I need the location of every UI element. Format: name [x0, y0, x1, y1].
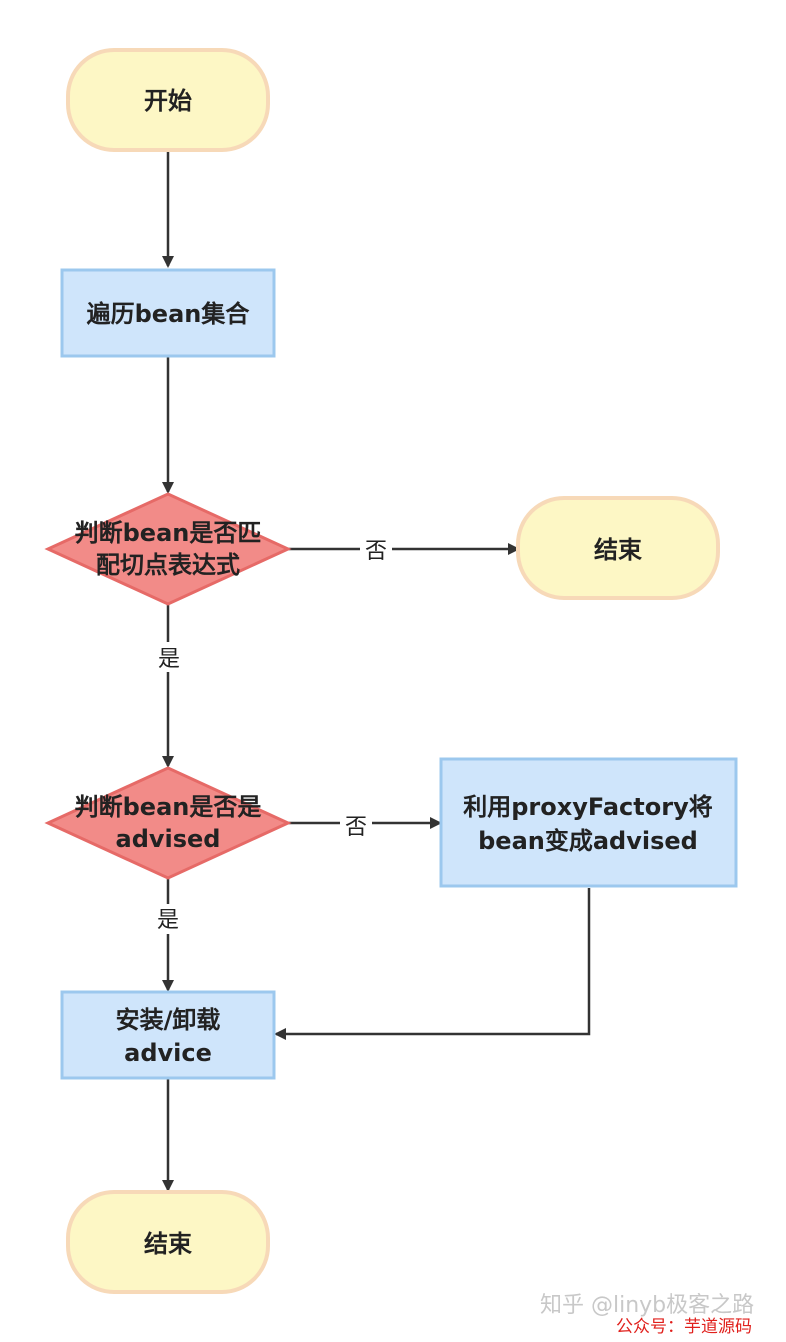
edge-labels: 否 是 否 是: [152, 536, 392, 934]
node-end-bottom-label: 结束: [144, 1230, 193, 1258]
edge-label-advised-no: 否: [345, 815, 367, 840]
node-decision-match-line1: 判断bean是否匹: [75, 519, 262, 547]
node-iterate: 遍历bean集合: [60, 268, 276, 358]
edge-label-advised-yes: 是: [157, 908, 179, 933]
node-proxy-factory-line1: 利用proxyFactory将: [463, 793, 712, 821]
watermark-wechat: 公众号：芋道源码: [616, 1317, 752, 1337]
node-install-line1: 安装/卸载: [116, 1006, 221, 1034]
node-decision-advised-line1: 判断bean是否是: [75, 793, 262, 821]
node-install-line2: advice: [124, 1039, 212, 1067]
node-start: 开始: [66, 48, 270, 152]
node-decision-advised: 判断bean是否是 advised: [44, 766, 292, 880]
node-decision-advised-line2: advised: [116, 825, 221, 853]
node-proxy-factory-line2: bean变成advised: [478, 827, 698, 855]
node-end-right-label: 结束: [594, 536, 643, 564]
node-decision-match: 判断bean是否匹 配切点表达式: [44, 492, 292, 606]
node-end-right: 结束: [516, 496, 720, 600]
node-start-label: 开始: [144, 87, 192, 115]
node-iterate-label: 遍历bean集合: [87, 300, 251, 328]
node-proxy-factory: 利用proxyFactory将 bean变成advised: [439, 757, 738, 888]
edge-label-match-no: 否: [365, 539, 387, 564]
edge-label-match-yes: 是: [158, 647, 180, 672]
edge-proxy-to-install: [274, 888, 591, 1040]
node-decision-match-line2: 配切点表达式: [96, 551, 240, 579]
node-end-bottom: 结束: [66, 1190, 270, 1294]
watermark-zhihu: 知乎 @linyb极客之路: [540, 1293, 754, 1318]
node-install: 安装/卸载 advice: [60, 990, 276, 1080]
